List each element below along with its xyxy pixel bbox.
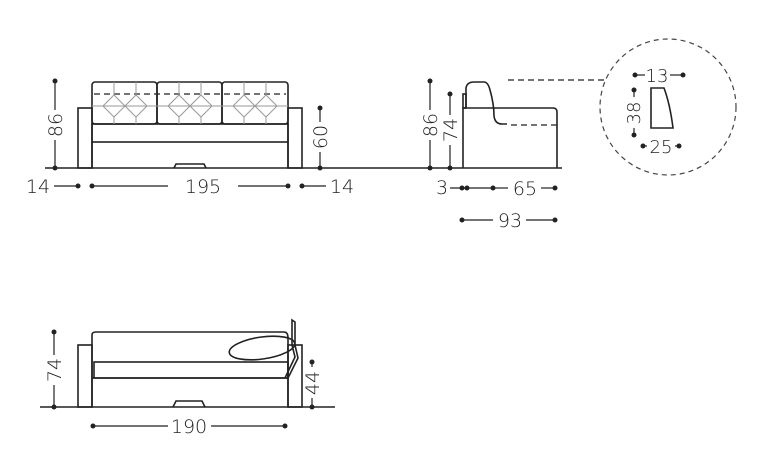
side-view: 86 74 3 65 93 [420,78,558,232]
detail-bottom-width-label: 25 [650,137,673,158]
front-height-label: 86 [45,113,67,137]
mattress [93,361,289,379]
mattress-height-label: 44 [302,371,324,395]
cushion-detail: 13 38 25 [508,38,737,176]
seat [91,123,289,143]
back-cushions [91,81,289,125]
side-body [462,107,558,168]
right-armrest [287,107,303,169]
foot [173,163,207,169]
detail-circle [599,38,737,176]
left-armrest [77,107,93,169]
seat-depth-label: 65 [513,178,537,200]
back-height-label: 74 [440,118,462,142]
detail-height-label: 38 [624,102,645,125]
bed-height-label: 74 [44,358,66,382]
inner-width-label: 195 [185,176,221,198]
pillow [228,335,296,361]
headboard [284,318,299,379]
seat-height-label: 60 [310,125,332,149]
right-arm-width-label: 14 [330,176,354,198]
front-view: 86 60 14 195 14 [26,78,562,198]
detail-top-width-label: 13 [646,66,669,87]
total-depth-label: 93 [498,210,522,232]
bed-length-label: 190 [171,416,207,438]
side-height-label: 86 [420,113,442,137]
bed-view: 74 44 190 [40,318,335,438]
side-back-cushion [465,81,507,125]
cushion-profile [650,87,674,129]
offset-label: 3 [436,177,448,199]
left-arm-width-label: 14 [26,176,50,198]
